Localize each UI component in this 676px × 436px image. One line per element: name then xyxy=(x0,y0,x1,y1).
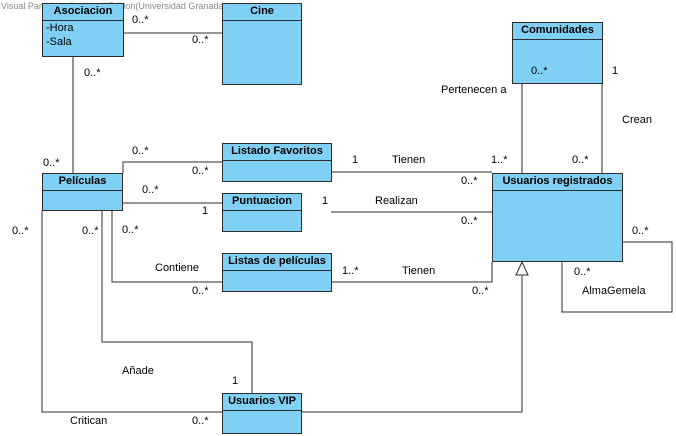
line-peliculas-favoritos xyxy=(122,161,222,173)
class-puntuacion-name: Puntuacion xyxy=(223,194,301,211)
line-critican xyxy=(41,211,222,413)
line-generalization xyxy=(301,275,523,413)
mult-punt-pel: 0..* xyxy=(142,184,159,196)
class-listado-favoritos[interactable]: Listado Favoritos xyxy=(222,143,332,182)
class-peliculas-name: Películas xyxy=(43,174,122,191)
class-comunidades-name: Comunidades xyxy=(513,23,602,40)
mult-asoc-pel-top: 0..* xyxy=(84,67,101,79)
label-anade: Añade xyxy=(122,365,154,377)
class-puntuacion[interactable]: Puntuacion xyxy=(222,193,302,232)
class-comunidades[interactable]: Comunidades xyxy=(512,22,603,84)
label-tienen-1: Tienen xyxy=(392,154,426,166)
mult-asoc-cine-left: 0..* xyxy=(132,14,149,26)
label-pertenecen: Pertenecen a xyxy=(441,84,507,96)
mult-alma-bottom: 0..* xyxy=(574,266,591,278)
mult-asoc-pel-bottom: 0..* xyxy=(43,157,60,169)
class-listas-peliculas[interactable]: Listas de películas xyxy=(222,253,332,292)
mult-alma-right: 0..* xyxy=(632,225,649,237)
line-anade xyxy=(101,211,253,393)
class-peliculas[interactable]: Películas xyxy=(42,173,123,211)
class-asociacion[interactable]: Asociacion -Hora -Sala xyxy=(42,3,124,57)
class-cine[interactable]: Cine xyxy=(222,3,302,85)
mult-listas-usu: 0..* xyxy=(472,285,489,297)
class-usuarios-vip-name: Usuarios VIP xyxy=(223,394,301,411)
mult-fav-usu-2: 0..* xyxy=(461,175,478,187)
mult-punt-box: 1 xyxy=(202,205,209,217)
line-peliculas-listas xyxy=(111,211,222,283)
mult-listas-box: 0..* xyxy=(192,285,209,297)
generalization-arrowhead xyxy=(515,260,529,276)
label-tienen-2: Tienen xyxy=(402,265,436,277)
class-usuarios-vip[interactable]: Usuarios VIP xyxy=(222,393,302,434)
mult-punt-usu: 0..* xyxy=(461,215,478,227)
label-almagemela: AlmaGemela xyxy=(582,285,646,297)
mult-asoc-cine-right: 0..* xyxy=(192,34,209,46)
line-listas-usuarios xyxy=(331,262,493,283)
class-usuarios-registrados[interactable]: Usuarios registrados xyxy=(492,173,623,262)
class-asociacion-name: Asociacion xyxy=(43,4,123,21)
class-usuarios-registrados-name: Usuarios registrados xyxy=(493,174,622,191)
line-almagemela xyxy=(561,241,673,313)
mult-fav-usu-1: 1..* xyxy=(491,154,508,166)
label-critican: Critican xyxy=(70,415,108,427)
mult-anade-pel: 0..* xyxy=(82,225,99,237)
label-crean: Crean xyxy=(622,114,652,126)
mult-listas-right: 1..* xyxy=(342,265,359,277)
mult-listas-pel: 0..* xyxy=(122,224,139,236)
mult-pertenecen-top: 0..* xyxy=(531,65,548,77)
mult-punt-box-right: 1 xyxy=(322,195,329,207)
class-cine-name: Cine xyxy=(223,4,301,21)
attribute-hora: -Hora xyxy=(46,22,74,34)
mult-crean-bottom: 0..* xyxy=(572,154,589,166)
mult-fav-box-right: 1 xyxy=(352,154,359,166)
class-listado-favoritos-name: Listado Favoritos xyxy=(223,144,331,161)
label-realizan: Realizan xyxy=(375,195,418,207)
attribute-sala: -Sala xyxy=(46,36,72,48)
class-listas-peliculas-name: Listas de películas xyxy=(223,254,331,271)
label-contiene: Contiene xyxy=(155,262,200,274)
mult-fav-pel: 0..* xyxy=(132,145,149,157)
mult-crean-top: 1 xyxy=(612,65,619,77)
mult-criticar-vip: 0..* xyxy=(192,415,209,427)
mult-anade-vip: 1 xyxy=(232,375,239,387)
mult-fav-box: 0..* xyxy=(192,165,209,177)
mult-criticar-left: 0..* xyxy=(12,225,29,237)
